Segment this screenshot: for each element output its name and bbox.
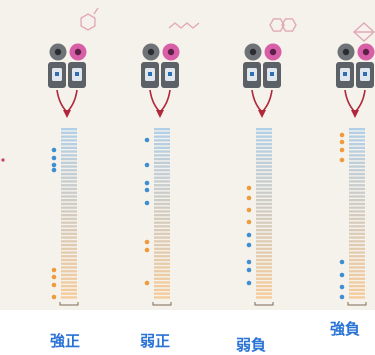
marker-dots — [144, 137, 150, 286]
panel-1 — [48, 43, 87, 306]
fused-ring-icon — [269, 18, 297, 32]
spectrum-column — [154, 128, 170, 299]
particle-pair-icon — [337, 43, 375, 61]
dot — [339, 132, 345, 138]
label-weak-positive: 弱正 — [140, 332, 171, 350]
column-bracket — [347, 302, 367, 306]
dot — [339, 139, 345, 145]
dot — [246, 267, 252, 273]
label-strong-negative: 強負 — [330, 320, 361, 338]
detector-pair-icon — [141, 62, 179, 88]
dot — [246, 259, 252, 265]
dot — [51, 155, 57, 161]
dot — [144, 187, 150, 193]
panel-2 — [141, 43, 180, 306]
panel-4 — [336, 43, 375, 306]
panel-3 — [243, 43, 282, 306]
dot — [246, 280, 252, 286]
dot — [144, 162, 150, 168]
marker-dots — [246, 185, 252, 286]
dot — [339, 294, 345, 300]
dot — [339, 272, 345, 278]
detector-pair-icon — [243, 62, 281, 88]
dot — [246, 232, 252, 238]
dot — [51, 274, 57, 280]
dot — [339, 147, 345, 153]
chain-icon — [168, 22, 200, 29]
dot — [246, 195, 252, 201]
dot — [144, 200, 150, 206]
benzene-icon — [80, 7, 99, 31]
dot — [339, 284, 345, 290]
merge-arrow-icon — [149, 89, 171, 118]
merge-arrow-icon — [344, 89, 366, 118]
merge-arrow-icon — [251, 89, 273, 118]
edge-mark — [1, 158, 5, 162]
dot — [144, 239, 150, 245]
dot — [246, 207, 252, 213]
particle-pair-icon — [142, 43, 180, 61]
column-bracket — [254, 302, 274, 306]
particle-pair-icon — [244, 43, 282, 61]
detector-pair-icon — [336, 62, 374, 88]
dot — [246, 242, 252, 248]
marker-dots — [51, 147, 57, 300]
cube-icon — [352, 22, 375, 42]
dot — [144, 280, 150, 286]
dot — [51, 294, 57, 300]
column-bracket — [152, 302, 172, 306]
dot — [51, 162, 57, 168]
particle-pair-icon — [49, 43, 87, 61]
spectrum-column — [349, 128, 365, 299]
spectrum-column — [256, 128, 272, 299]
dot — [51, 147, 57, 153]
merge-arrow-icon — [56, 89, 78, 118]
dot — [51, 282, 57, 288]
dot — [144, 137, 150, 143]
dot — [339, 259, 345, 265]
correlation-diagram — [1, 7, 375, 306]
detector-pair-icon — [48, 62, 86, 88]
marker-dots — [339, 132, 345, 300]
spectrum-column — [61, 128, 77, 299]
dot — [339, 157, 345, 163]
dot — [144, 247, 150, 253]
dot — [246, 219, 252, 225]
column-bracket — [59, 302, 79, 306]
label-strong-positive: 強正 — [50, 332, 81, 350]
dot — [144, 180, 150, 186]
dot — [51, 267, 57, 273]
dot — [246, 185, 252, 191]
dot — [51, 167, 57, 173]
label-weak-negative: 弱負 — [236, 336, 267, 354]
